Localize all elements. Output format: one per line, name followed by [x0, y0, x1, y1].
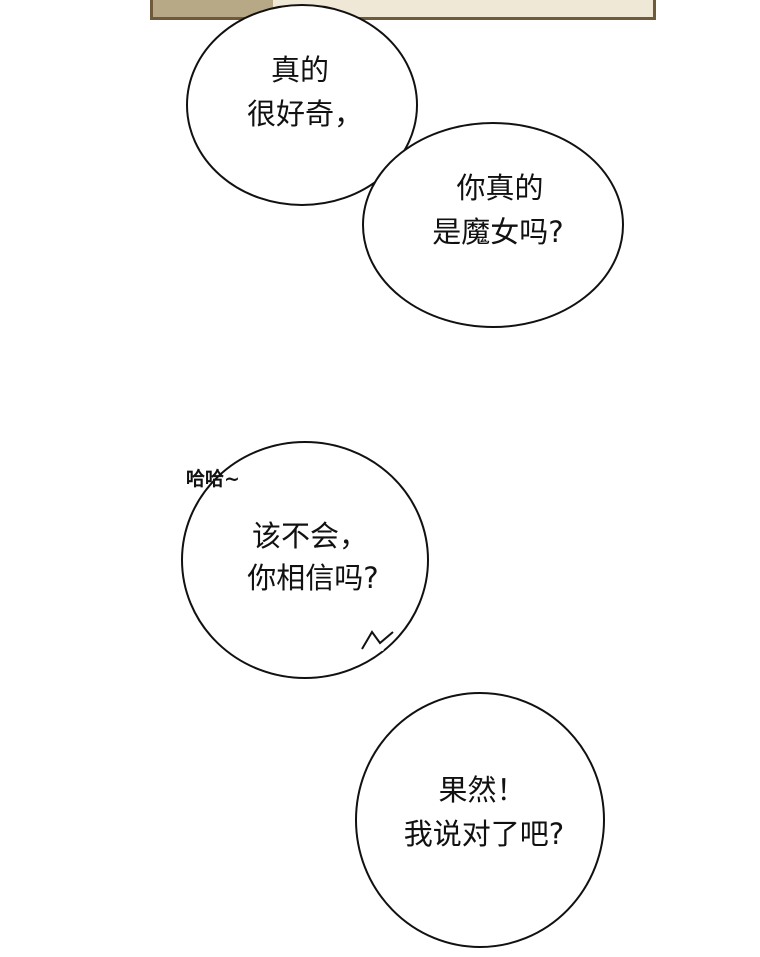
speech-bubble-3-tail-outline — [361, 630, 394, 650]
speech-bubble-4 — [355, 692, 605, 948]
bubble-2-line-1: 你真的 — [456, 171, 544, 205]
bubble-4-line-1: 果然！ — [438, 773, 526, 807]
bubble-1-line-2: 很好奇， — [246, 97, 363, 131]
sfx-laugh-text: 哈哈~ — [186, 468, 240, 490]
panel-shade — [153, 0, 273, 17]
speech-bubble-1 — [186, 4, 418, 206]
speech-bubble-2 — [362, 122, 624, 328]
bubble-3-line-2: 你相信吗? — [247, 561, 379, 595]
bubble-1-line-1: 真的 — [270, 53, 329, 87]
bubble-4-line-2: 我说对了吧? — [403, 817, 565, 851]
speech-bubble-3 — [181, 441, 429, 679]
bubble-3-line-1: 该不会， — [251, 519, 368, 553]
bubble-2-line-2: 是魔女吗? — [432, 215, 564, 249]
